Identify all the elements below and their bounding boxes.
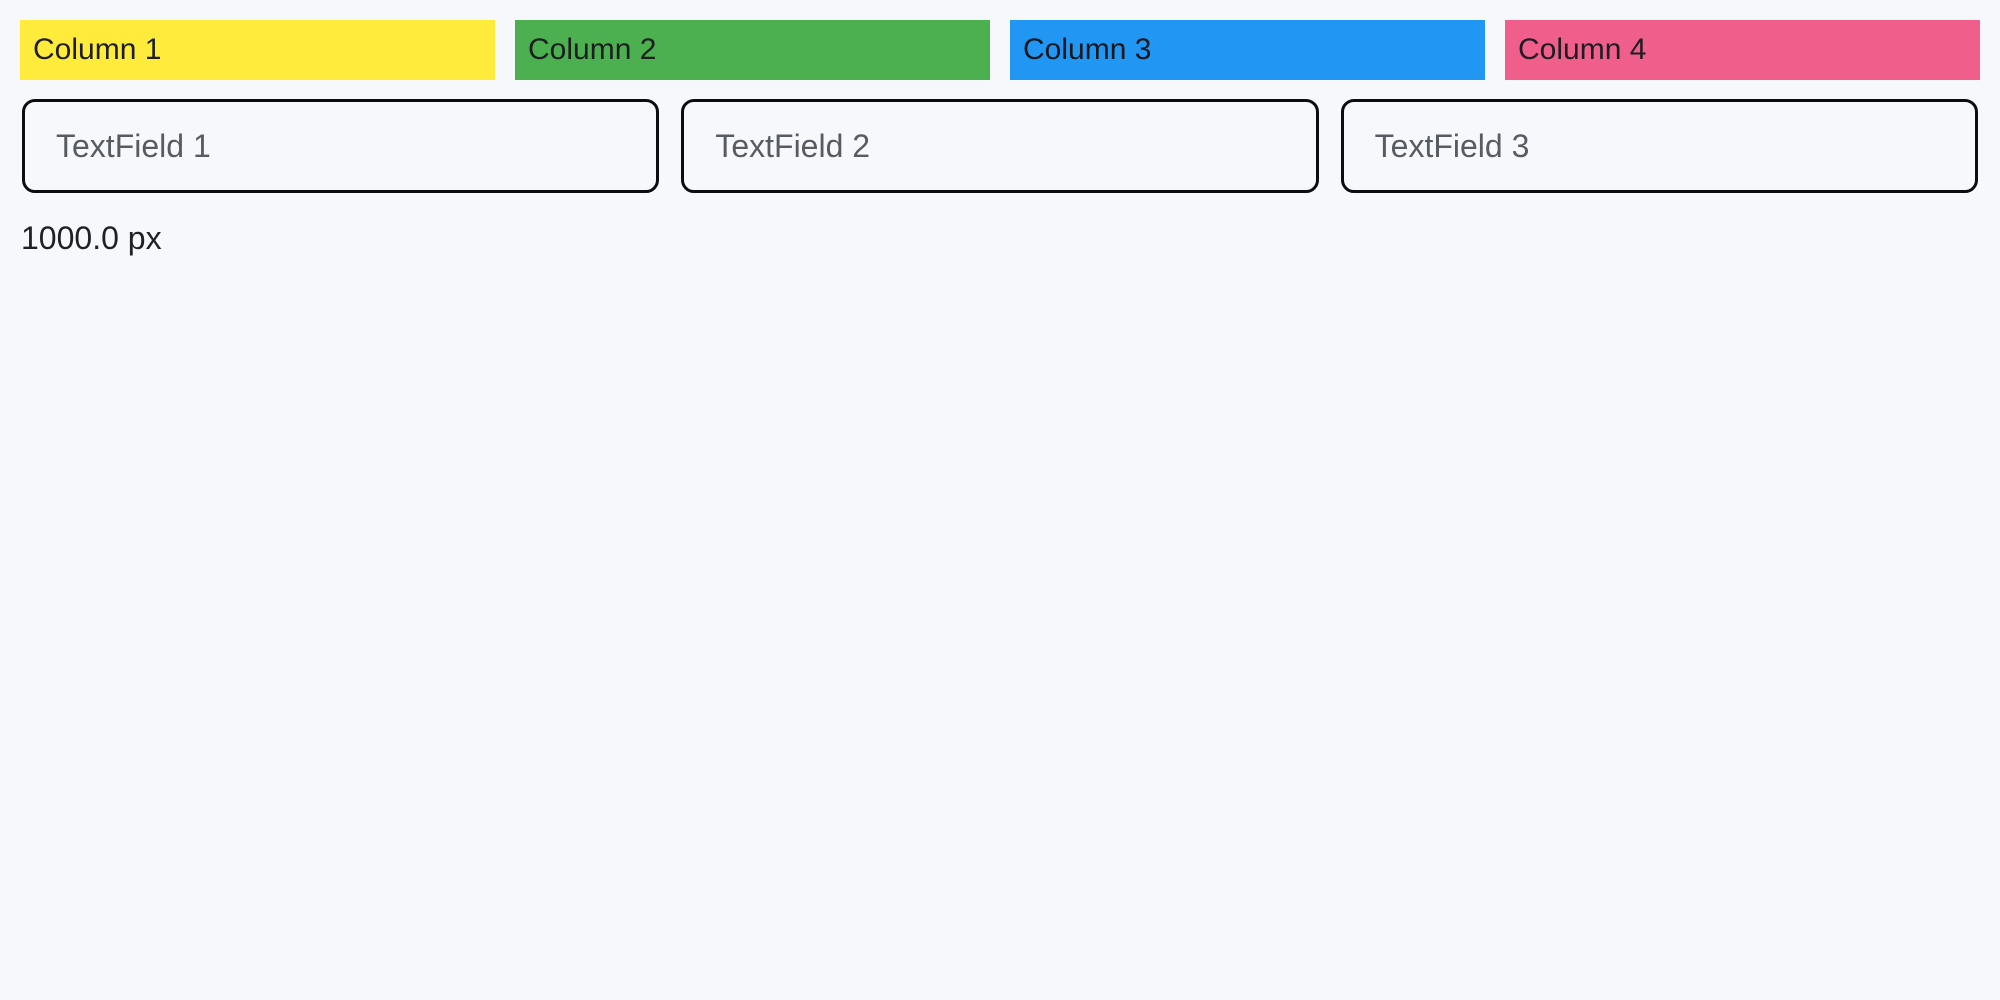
- column-header-2: Column 2: [515, 20, 990, 80]
- column-headers-row: Column 1 Column 2 Column 3 Column 4: [20, 20, 1980, 80]
- textfield-2-input[interactable]: [681, 99, 1319, 193]
- textfield-3-input[interactable]: [1340, 99, 1978, 193]
- column-header-1: Column 1: [20, 20, 495, 80]
- textfields-row: [22, 99, 1978, 193]
- column-header-3: Column 3: [1010, 20, 1485, 80]
- textfield-1-input[interactable]: [22, 99, 660, 193]
- height-measurement-label: 1000.0 px: [21, 220, 162, 256]
- column-header-4: Column 4: [1505, 20, 1980, 80]
